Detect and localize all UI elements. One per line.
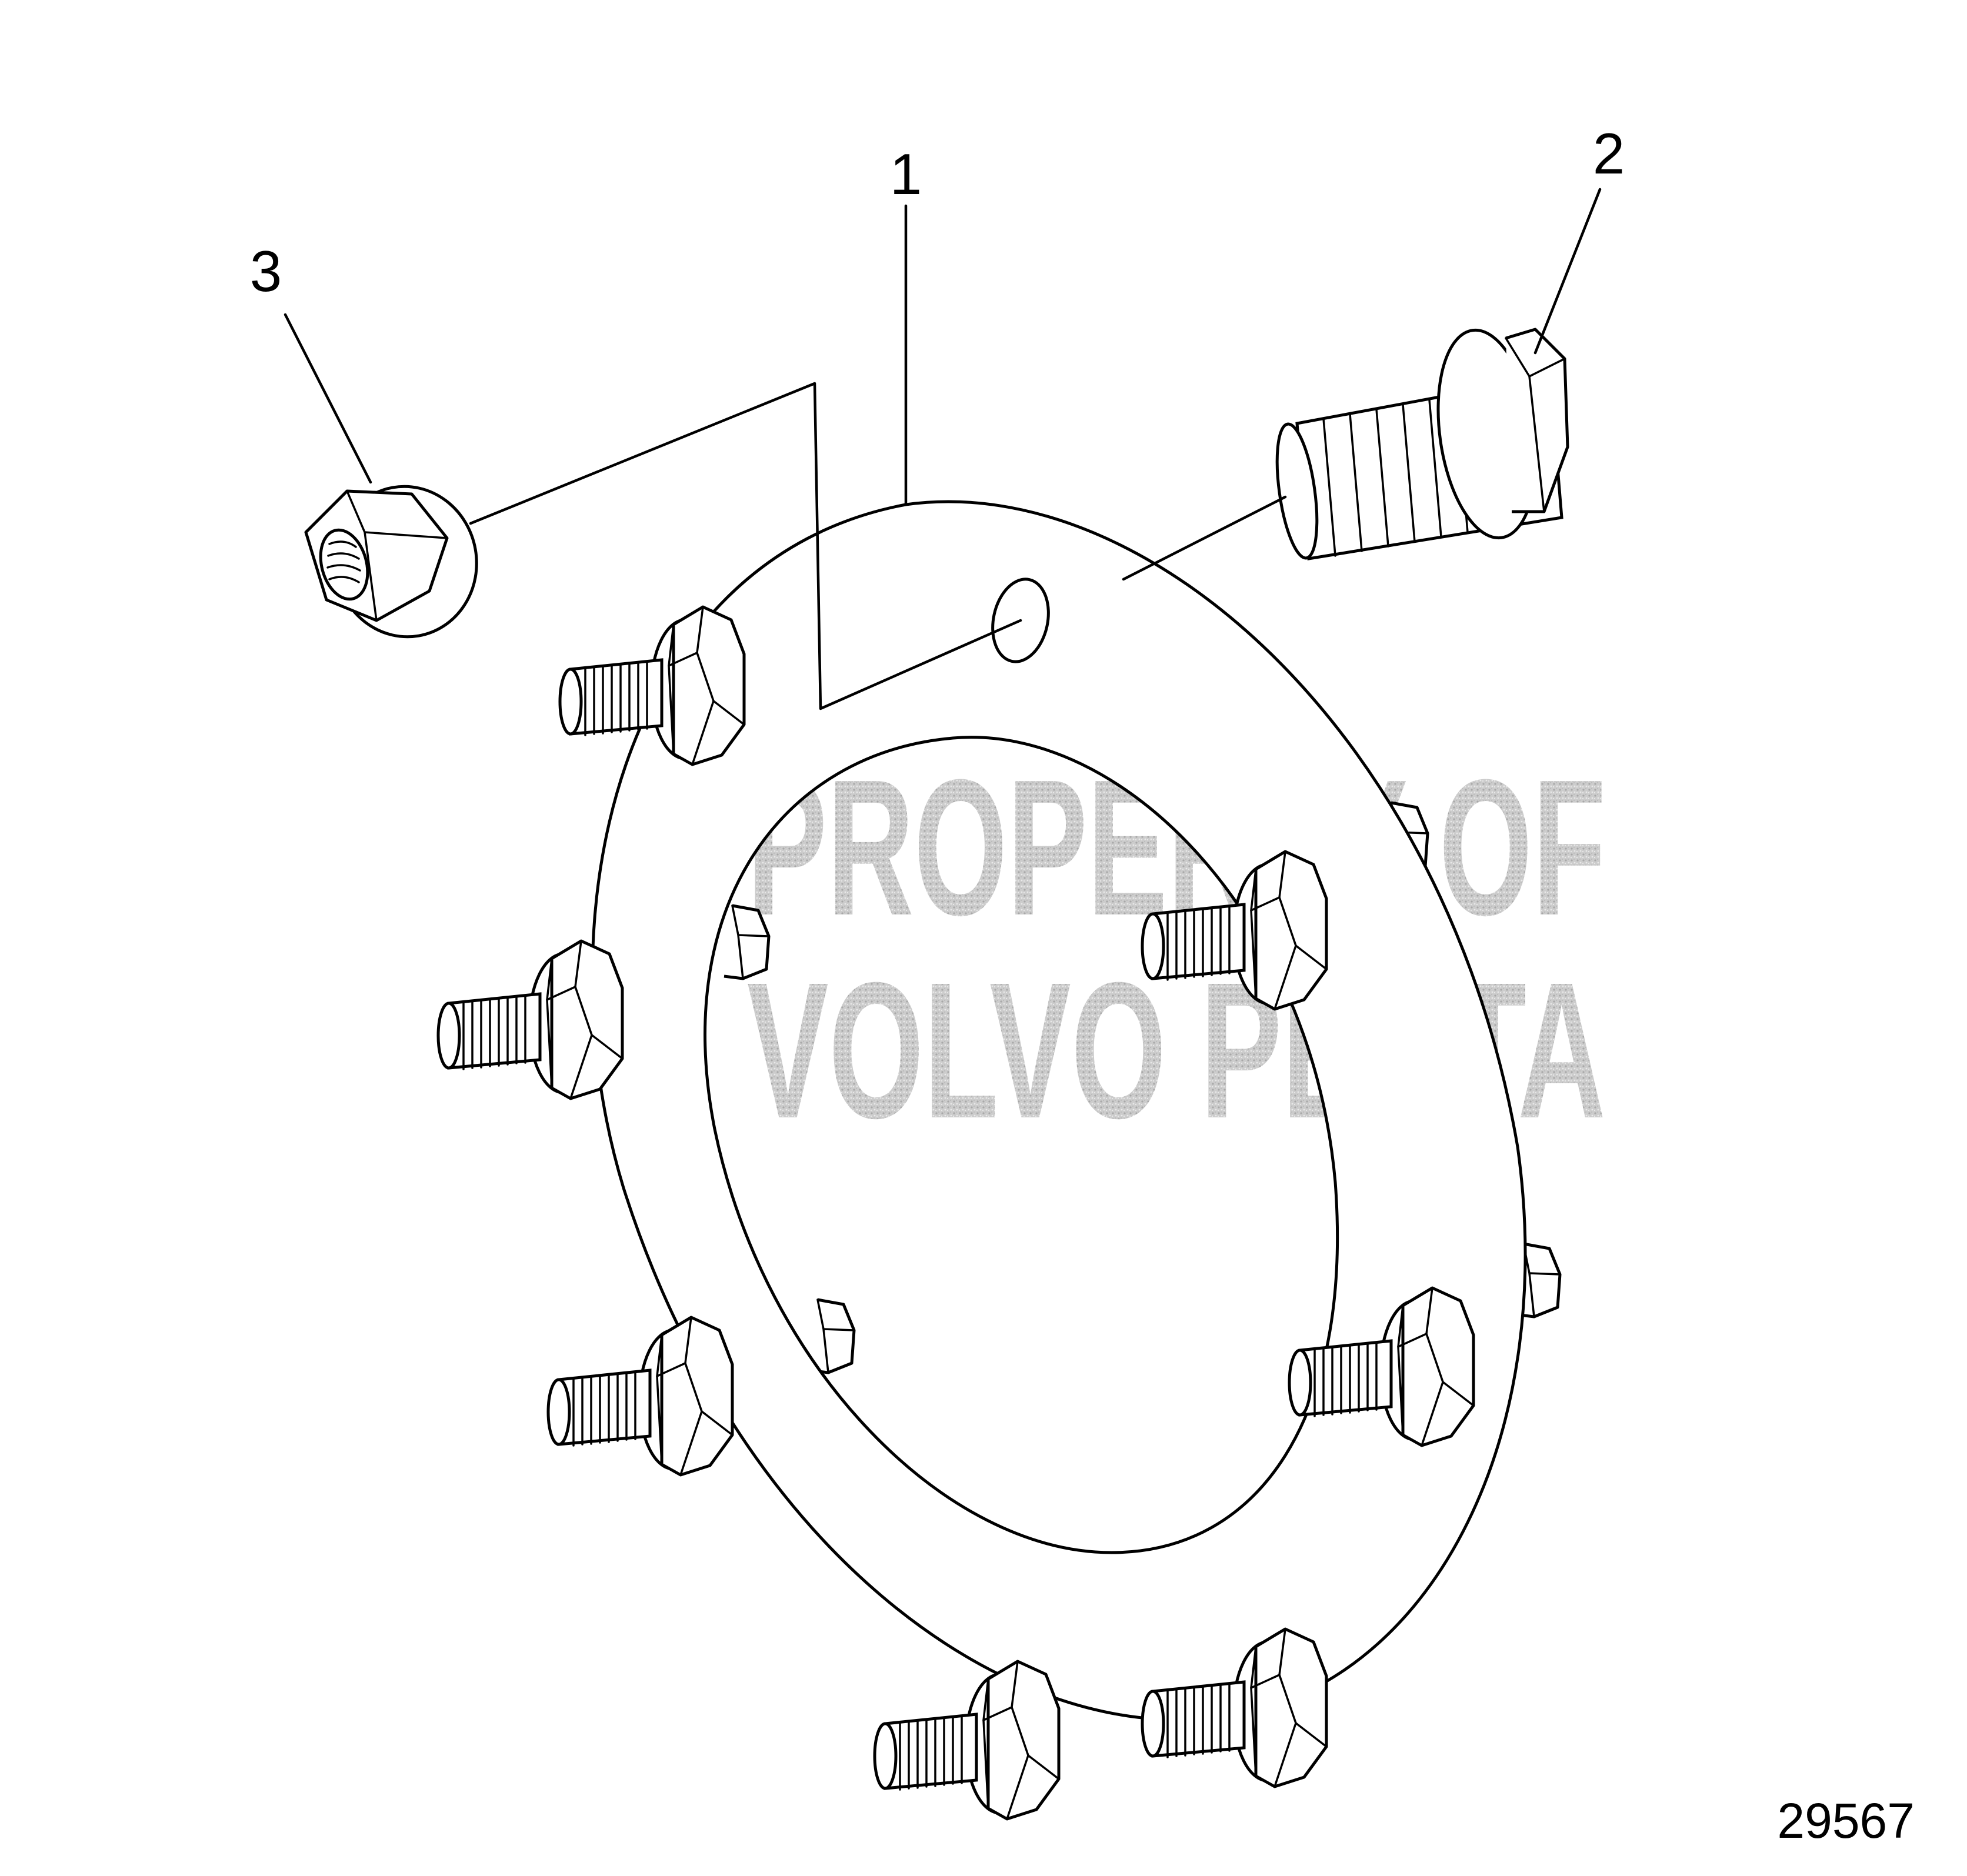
callout-1: 1 [890,142,922,206]
figure-number: 29567 [1777,1793,1915,1848]
callout-3: 3 [250,239,282,303]
flange-bolt [1275,328,1569,560]
flange-nut [304,485,478,639]
callout-2: 2 [1593,121,1625,186]
assembly-lines [284,188,1602,710]
